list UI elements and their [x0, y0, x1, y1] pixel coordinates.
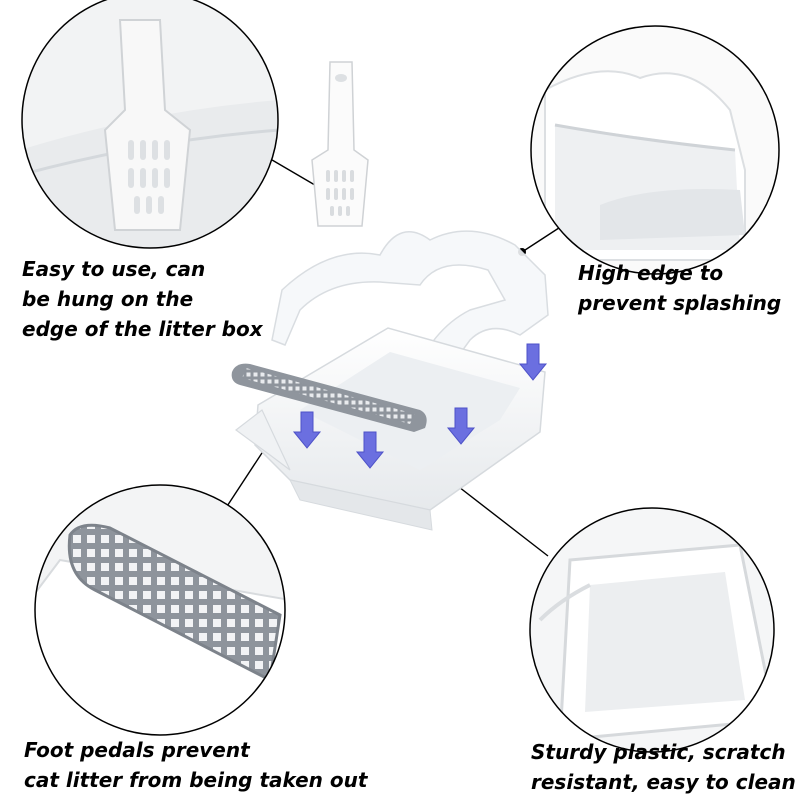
down-arrow-icon: [446, 407, 476, 445]
caption-sturdy-plastic: Sturdy plastic, scratch resistant, easy …: [531, 737, 796, 797]
caption-line: cat litter from being taken out: [24, 768, 368, 792]
detail-circle-high-edge: [530, 25, 780, 275]
detail-circle-pedal: [34, 484, 286, 736]
scoop-product: [311, 61, 369, 227]
caption-line: resistant, easy to clean: [531, 770, 796, 794]
litter-box-product: [231, 230, 549, 531]
caption-line: be hung on the: [22, 287, 194, 311]
down-arrow-icon: [518, 343, 548, 381]
down-arrow-icon: [292, 411, 322, 449]
caption-line: Foot pedals prevent: [24, 738, 250, 762]
caption-high-edge: High edge to prevent splashing: [578, 258, 781, 318]
caption-line: Easy to use, can: [22, 257, 206, 281]
detail-circle-plastic: [529, 507, 775, 753]
caption-scoop: Easy to use, can be hung on the edge of …: [22, 254, 263, 344]
caption-line: High edge to: [578, 261, 724, 285]
caption-foot-pedals: Foot pedals prevent cat litter from bein…: [24, 735, 367, 795]
caption-line: prevent splashing: [578, 291, 782, 315]
down-arrows: [292, 343, 548, 469]
caption-line: Sturdy plastic, scratch: [531, 740, 786, 764]
caption-line: edge of the litter box: [22, 317, 263, 341]
down-arrow-icon: [355, 431, 385, 469]
detail-circle-scoop: [21, 0, 279, 249]
